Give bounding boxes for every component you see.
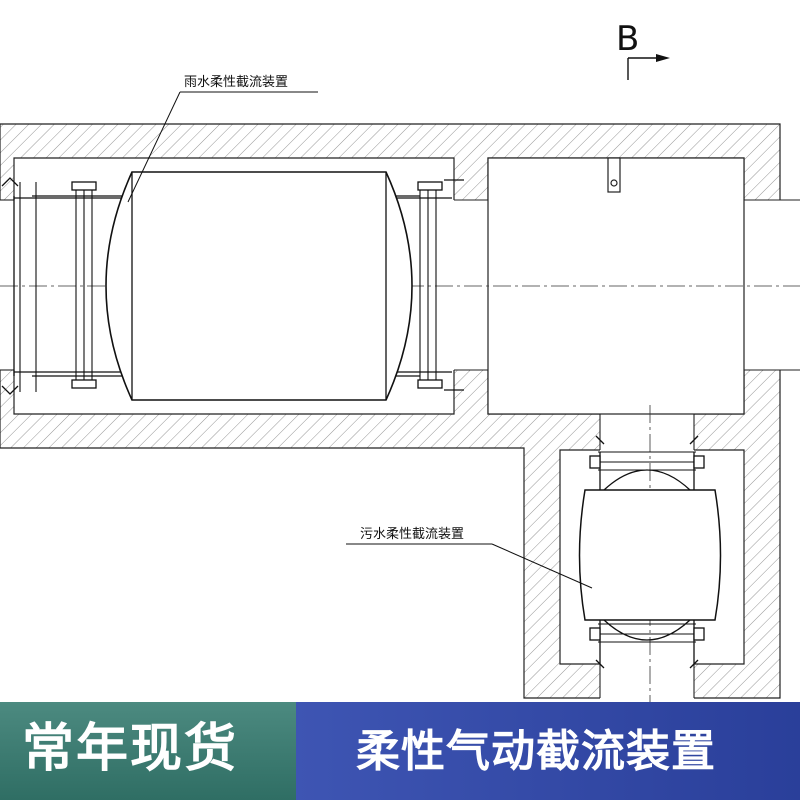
banner-right-panel: 柔性气动截流装置 <box>296 702 800 800</box>
pipe-wall-lines <box>0 199 800 698</box>
pipe-opening-left <box>0 200 15 370</box>
banner-left-panel: 常年现货 <box>0 702 296 800</box>
pipe-opening-middle <box>453 200 489 370</box>
svg-text:B: B <box>616 19 639 59</box>
rainwater-device-label: 雨水柔性截流装置 <box>184 75 288 90</box>
product-name-text: 柔性气动截流装置 <box>356 726 716 777</box>
pipe-opening-vertical-top <box>600 413 694 451</box>
promo-banner: 常年现货 柔性气动截流装置 <box>0 702 800 800</box>
concrete-wall <box>0 123 781 699</box>
rainwater-device <box>1 171 464 401</box>
pipe-opening-right <box>743 200 781 370</box>
sewage-device-label: 污水柔性截流装置 <box>360 527 464 542</box>
sewage-device <box>578 435 722 669</box>
leader-lines <box>127 91 593 589</box>
in-stock-text: 常年现货 <box>22 719 239 779</box>
section-marker: B <box>616 19 670 80</box>
pipe-opening-vertical-bottom <box>600 663 694 699</box>
chamber-ladder-icon <box>607 157 621 193</box>
